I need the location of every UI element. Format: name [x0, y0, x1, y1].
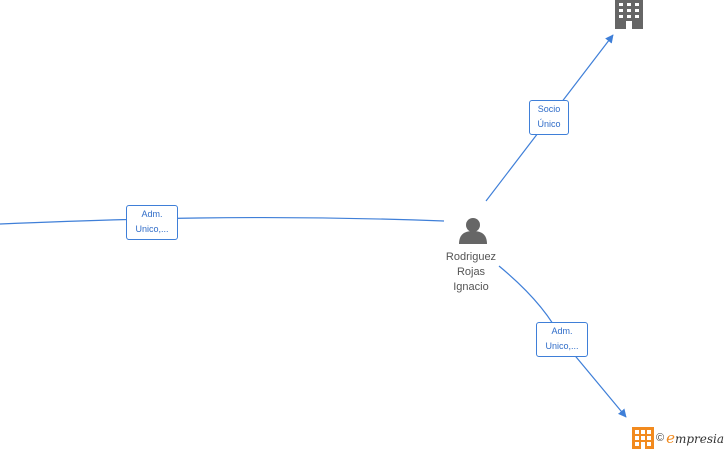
brand-e-letter: e [666, 429, 675, 447]
building-icon [615, 0, 643, 29]
building-icon[interactable] [632, 427, 654, 449]
edge-label-line1: Adm. [141, 209, 163, 219]
copyright-symbol: © [656, 432, 665, 444]
edge-label-bottom-right[interactable]: Adm. Unico,... [536, 322, 588, 357]
brand-name-rest: mpresia [675, 432, 725, 446]
edge-label-top-right[interactable]: Socio Único [529, 100, 569, 135]
edge-label-line1: Adm. [551, 326, 573, 336]
edge-label-line2: Unico,... [135, 224, 169, 234]
person-name-line2: Rojas [456, 266, 486, 278]
person-name[interactable]: Rodriguez Rojas Ignacio [431, 250, 511, 295]
edge-label-line2: Unico,... [545, 341, 579, 351]
person-icon [459, 218, 487, 244]
person-name-line1: Rodriguez [445, 251, 497, 263]
company-node-top[interactable] [615, 0, 643, 29]
edge-label-left[interactable]: Adm. Unico,... [126, 205, 178, 240]
person-node[interactable] [459, 218, 487, 244]
edge-label-line1: Socio [537, 104, 561, 114]
person-name-line3: Ignacio [453, 281, 489, 293]
edge-left [0, 216, 445, 225]
edge-label-line2: Único [537, 119, 561, 129]
brand-logo-text: empresia [666, 429, 724, 447]
brand-watermark: © empresia [632, 427, 724, 449]
